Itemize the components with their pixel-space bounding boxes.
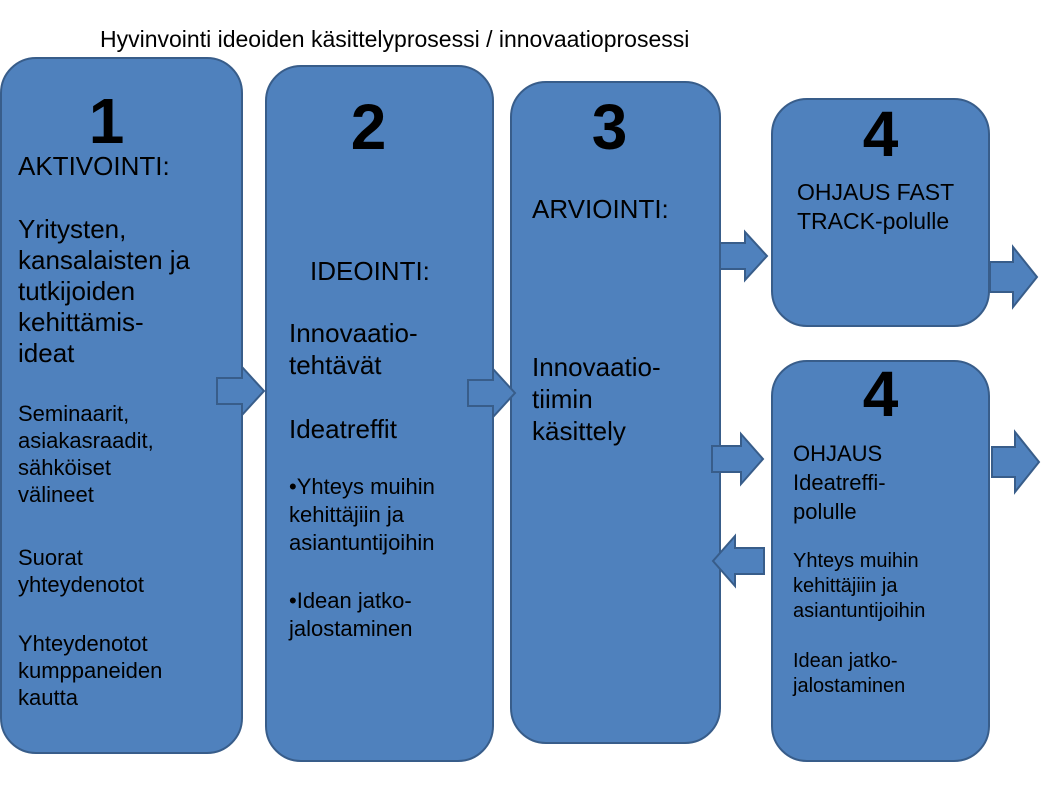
text-line: jalostaminen (289, 616, 413, 641)
text-line: ideat (18, 338, 75, 368)
text-line: Yritysten, (18, 214, 127, 244)
text-line: Ideatreffi- (793, 470, 886, 495)
diagram-title: Hyvinvointi ideoiden käsittelyprosessi /… (100, 26, 690, 52)
text-line: välineet (18, 482, 94, 507)
stage-3-number: 3 (591, 91, 628, 163)
arrow-right-icon (989, 244, 1039, 310)
text-line: kehittäjiin ja (289, 502, 404, 527)
text-line: Suorat (18, 545, 83, 570)
stage-1-number: 1 (88, 85, 125, 157)
text-line: yhteydenotot (18, 572, 144, 597)
text-line: OHJAUS FAST (797, 179, 955, 205)
text-line: Idean jatko- (793, 650, 898, 672)
text-line: käsittely (532, 416, 626, 446)
text-line: kumppaneiden (18, 658, 163, 683)
text-line: jalostaminen (793, 675, 906, 697)
text-line: Yhteys muihin (289, 473, 435, 501)
text-line: asiantuntijoihin (793, 600, 926, 622)
text-line: Yhteydenotot (18, 631, 148, 656)
stage-4-ideatreffi-item: Yhteys muihin kehittäjiin ja asiantuntij… (793, 549, 925, 624)
stage-2-sub: Ideatreffit (289, 414, 397, 444)
text-line: kansalaisten ja (18, 245, 190, 275)
stage-3-main-text: Innovaatio- tiimin käsittely (532, 351, 661, 447)
text-line: Yhteys muihin (793, 550, 919, 572)
text-line: kehittämis- (18, 307, 144, 337)
arrow-right-icon (216, 364, 266, 418)
text-line: Innovaatio- (532, 352, 661, 382)
text-line: kautta (18, 685, 78, 710)
stage-3-box: 3 ARVIOINTI: Innovaatio- tiimin käsittel… (510, 81, 721, 744)
text-line: Seminaarit, (18, 401, 130, 426)
text-line: polulle (793, 499, 857, 524)
arrow-right-icon (719, 229, 769, 283)
stage-4-ideatreffi-item: Idean jatko- jalostaminen (793, 649, 905, 699)
stage-1-item: Suorat yhteydenotot (18, 544, 144, 598)
stage-2-bullet: Yhteys muihin kehittäjiin ja asiantuntij… (289, 473, 435, 557)
arrow-right-icon (711, 431, 765, 487)
stage-4-fast-track-box: 4 OHJAUS FAST TRACK-polulle (771, 98, 990, 327)
stage-4-ideatreffi-box: 4 OHJAUS Ideatreffi- polulle Yhteys muih… (771, 360, 990, 762)
stage-1-item: Seminaarit, asiakasraadit, sähköiset väl… (18, 400, 154, 508)
stage-1-item: Yhteydenotot kumppaneiden kautta (18, 630, 162, 711)
text-line: tehtävät (289, 350, 382, 380)
stage-1-box: 1 AKTIVOINTI: Yritysten, kansalaisten ja… (0, 57, 243, 754)
stage-1-heading: AKTIVOINTI: (18, 151, 170, 181)
stage-2-bullet: Idean jatko- jalostaminen (289, 587, 413, 643)
text-line: Idean jatko- (289, 587, 413, 615)
stage-2-number: 2 (350, 91, 387, 163)
stage-2-box: 2 IDEOINTI: Innovaatio- tehtävät Ideatre… (265, 65, 494, 762)
stage-1-main-text: Yritysten, kansalaisten ja tutkijoiden k… (18, 214, 190, 369)
stage-4-ideatreffi-main-text: OHJAUS Ideatreffi- polulle (793, 439, 886, 526)
text-line: tiimin (532, 384, 593, 414)
stage-4-fast-track-text: OHJAUS FAST TRACK-polulle (797, 178, 954, 236)
text-line: Innovaatio- (289, 318, 418, 348)
text-line: kehittäjiin ja (793, 575, 898, 597)
stage-3-heading: ARVIOINTI: (532, 194, 669, 224)
arrow-right-icon (467, 366, 517, 420)
text-line: OHJAUS (793, 441, 883, 466)
stage-2-heading: IDEOINTI: (310, 256, 430, 286)
arrow-left-icon (711, 533, 765, 589)
arrow-right-icon (991, 429, 1041, 495)
stage-2-main-text: Innovaatio- tehtävät (289, 317, 418, 381)
stage-4-ideatreffi-number: 4 (862, 358, 899, 430)
text-line: asiantuntijoihin (289, 530, 435, 555)
text-line: TRACK-polulle (797, 208, 950, 234)
text-line: tutkijoiden (18, 276, 136, 306)
text-line: asiakasraadit, (18, 428, 154, 453)
text-line: sähköiset (18, 455, 111, 480)
stage-4-fast-track-number: 4 (862, 98, 899, 170)
